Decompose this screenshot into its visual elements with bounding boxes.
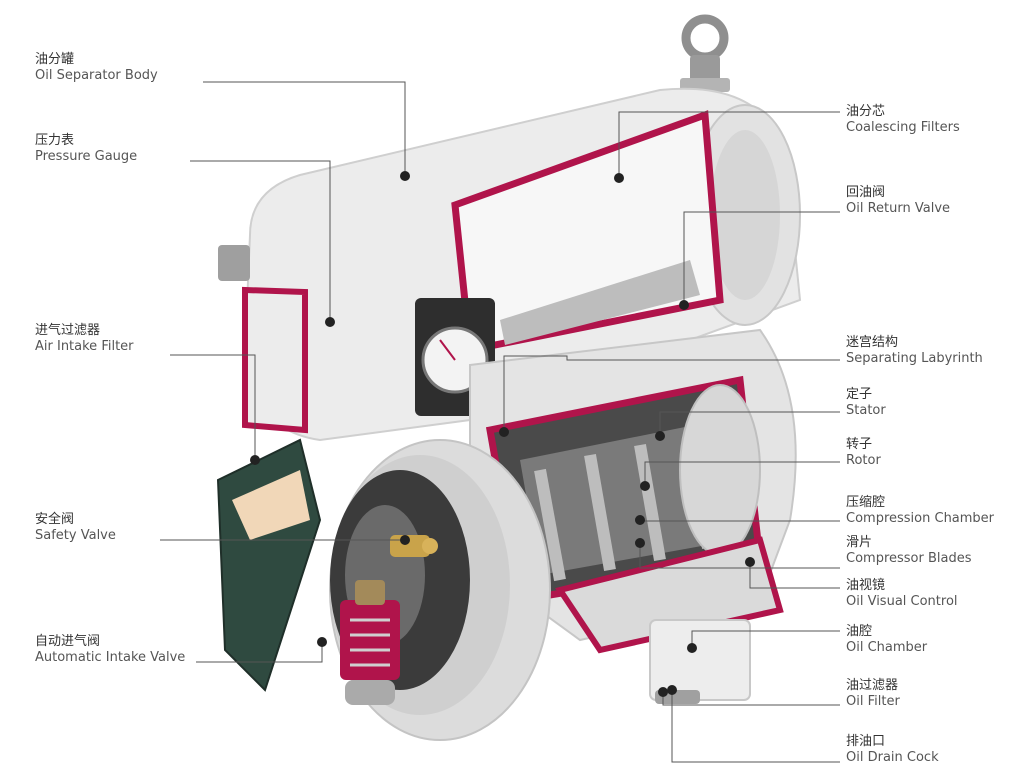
- label-en: Oil Filter: [846, 694, 900, 710]
- label-en: Pressure Gauge: [35, 149, 138, 165]
- label-oil-filter: 油过滤器 Oil Filter: [846, 678, 900, 711]
- label-en: Oil Drain Cock: [846, 750, 939, 766]
- label-zh: 滑片: [846, 535, 873, 550]
- label-en: Oil Return Valve: [846, 201, 951, 217]
- label-en: Oil Chamber: [846, 640, 928, 656]
- label-pressure-gauge: 压力表 Pressure Gauge: [35, 133, 137, 166]
- label-zh: 油过滤器: [846, 678, 899, 693]
- label-zh: 转子: [846, 437, 873, 452]
- label-oil-separator-body: 油分罐 Oil Separator Body: [35, 52, 158, 85]
- label-zh: 进气过滤器: [35, 323, 101, 338]
- label-oil-visual-control: 油视镜 Oil Visual Control: [846, 578, 958, 611]
- label-en: Oil Separator Body: [35, 68, 158, 84]
- label-zh: 自动进气阀: [35, 634, 101, 649]
- label-zh: 油腔: [846, 624, 873, 639]
- label-zh: 油视镜: [846, 578, 886, 593]
- label-stator: 定子 Stator: [846, 387, 886, 420]
- label-compression-chamber: 压缩腔 Compression Chamber: [846, 495, 994, 528]
- label-safety-valve: 安全阀 Safety Valve: [35, 512, 116, 545]
- label-air-intake-filter: 进气过滤器 Air Intake Filter: [35, 323, 134, 356]
- label-en: Rotor: [846, 453, 881, 469]
- label-zh: 压力表: [35, 133, 75, 148]
- leader-dots: [250, 171, 755, 697]
- label-zh: 排油口: [846, 734, 886, 749]
- label-en: Stator: [846, 403, 886, 419]
- automatic-intake-valve: [340, 580, 400, 705]
- label-rotor: 转子 Rotor: [846, 437, 881, 470]
- label-en: Compression Chamber: [846, 511, 995, 527]
- label-coalescing-filters: 油分芯 Coalescing Filters: [846, 104, 960, 137]
- label-separating-labyrinth: 迷宫结构 Separating Labyrinth: [846, 335, 983, 368]
- label-oil-return-valve: 回油阀 Oil Return Valve: [846, 185, 950, 218]
- label-en: Air Intake Filter: [35, 339, 134, 355]
- safety-valve: [390, 535, 438, 557]
- label-en: Safety Valve: [35, 528, 116, 544]
- label-zh: 回油阀: [846, 185, 886, 200]
- label-zh: 油分芯: [846, 104, 886, 119]
- label-zh: 安全阀: [35, 512, 75, 527]
- label-en: Compressor Blades: [846, 551, 972, 567]
- label-automatic-intake-valve: 自动进气阀 Automatic Intake Valve: [35, 634, 185, 667]
- label-oil-chamber: 油腔 Oil Chamber: [846, 624, 927, 657]
- label-zh: 油分罐: [35, 52, 75, 67]
- label-en: Coalescing Filters: [846, 120, 960, 136]
- label-en: Oil Visual Control: [846, 594, 958, 610]
- compressor-housing: [469, 328, 797, 704]
- air-intake-filter: [216, 438, 322, 692]
- label-zh: 定子: [846, 387, 873, 402]
- label-en: Automatic Intake Valve: [35, 650, 186, 666]
- leader-lines: [160, 81, 840, 763]
- label-en: Separating Labyrinth: [846, 351, 983, 367]
- label-compressor-blades: 滑片 Compressor Blades: [846, 535, 972, 568]
- lifting-eye: [680, 14, 730, 92]
- label-zh: 迷宫结构: [846, 335, 899, 350]
- label-oil-drain-cock: 排油口 Oil Drain Cock: [846, 734, 939, 767]
- label-zh: 压缩腔: [846, 495, 886, 510]
